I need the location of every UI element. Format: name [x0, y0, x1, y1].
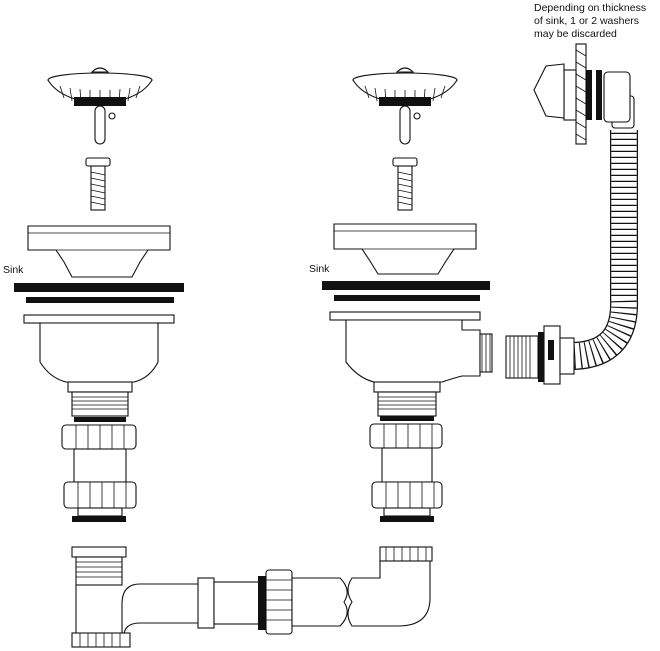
washer-note-line-2: of sink, 1 or 2 washers — [534, 15, 640, 27]
overflow-head — [533, 43, 635, 145]
sink-bowl-right — [333, 223, 477, 275]
screw-left — [85, 157, 111, 211]
trap-centre-nut — [258, 569, 293, 635]
washer-note-line-3: may be discarded — [534, 28, 617, 40]
sink-slab-right — [322, 281, 490, 301]
nut-upper-right — [369, 423, 443, 449]
nut-upper-left — [61, 424, 137, 450]
screw-right — [392, 157, 418, 211]
washer-right — [380, 516, 434, 522]
overflow-corrugated-hose — [572, 130, 639, 370]
waste-outlet-body-left — [23, 314, 175, 422]
trap-right-elbow — [291, 546, 433, 627]
sink-label-right: Sink — [309, 263, 330, 275]
trap-bottom — [71, 546, 267, 648]
strainer-basket-right — [352, 67, 458, 145]
strainer-basket-left — [47, 67, 153, 145]
overflow-hose-connector — [505, 325, 575, 385]
sink-bowl-left — [27, 225, 171, 278]
tube-right — [381, 447, 433, 483]
tube-end-left — [77, 507, 123, 517]
sink-label-left: Sink — [3, 264, 24, 276]
nut-lower-right — [371, 481, 443, 509]
washer-note-line-1: Depending on thickness — [534, 2, 647, 14]
washer-left — [72, 516, 126, 522]
tube-end-right — [383, 507, 431, 517]
tube-left — [73, 448, 127, 483]
washer-note: Depending on thickness of sink, 1 or 2 w… — [534, 2, 646, 41]
sink-slab-left — [14, 283, 184, 303]
waste-outlet-body-right — [329, 311, 493, 421]
nut-lower-left — [63, 481, 137, 509]
